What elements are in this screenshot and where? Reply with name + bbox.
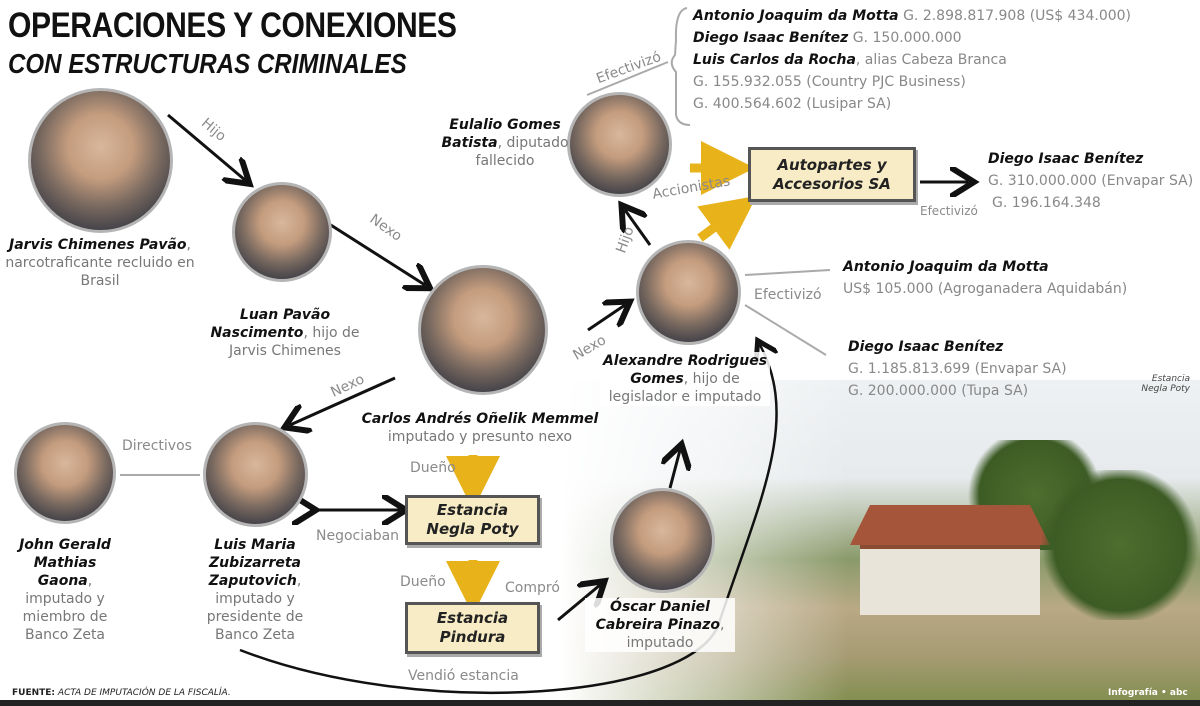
luis-photo [203, 422, 308, 527]
alexandre-caption: Alexandre Rodrigues Gomes, hijo de legis… [600, 352, 770, 406]
info-line: Diego Isaac Benítez G. 150.000.000 [693, 30, 962, 46]
photo-caption: Estancia Negla Poty [1141, 374, 1190, 394]
oscar-caption: Óscar Daniel Cabreira Pinazo, imputado [585, 598, 735, 652]
estancia-pindura-box: Estancia Pindura [405, 602, 540, 654]
autopartes-box: Autopartes y Accesorios SA [748, 147, 916, 202]
bottom-bar [0, 700, 1200, 706]
luis-caption: Luis Maria Zubizarreta Zaputovich, imput… [206, 537, 304, 643]
label-compro: Compró [505, 580, 560, 596]
estancia-house [850, 505, 1050, 615]
alexandre-info: Antonio Joaquim da Motta US$ 105.000 (Ag… [843, 259, 1128, 297]
john-photo [14, 422, 116, 524]
label-efectivizo: Efectivizó [754, 287, 822, 303]
label-vendio-estancia: Vendió estancia [408, 668, 519, 684]
info-line: Luis Carlos da Rocha, alias Cabeza Branc… [693, 52, 1007, 68]
alexandre-photo [636, 240, 741, 345]
label-directivos: Directivos [122, 438, 192, 454]
oscar-photo [610, 488, 715, 593]
luan-caption: Luan Pavão Nascimento, hijo de Jarvis Ch… [210, 307, 360, 359]
eulalio-caption: Eulalio Gomes Batista, diputado fallecid… [441, 117, 569, 169]
info-line: Antonio Joaquim da Motta G. 2.898.817.90… [693, 8, 1132, 24]
efectivizo-list: Antonio Joaquim da Motta G. 2.898.817.90… [693, 5, 1131, 115]
jarvis-caption: Jarvis Chimenes Pavão, narcotraficante r… [5, 237, 195, 289]
title-line1: OPERACIONES Y CONEXIONES [8, 6, 457, 45]
source-footer: FUENTE: ACTA DE IMPUTACIÓN DE LA FISCALÍ… [12, 688, 231, 698]
credit: Infografía • abc [1108, 688, 1188, 698]
label-negociaban: Negociaban [316, 528, 400, 544]
autopartes-info: Diego Isaac Benítez G. 310.000.000 (Enva… [988, 151, 1194, 211]
title-line2: CON ESTRUCTURAS CRIMINALES [8, 48, 407, 79]
carlos-photo [418, 265, 548, 395]
palm-tree [1040, 470, 1200, 620]
diego-info: Diego Isaac Benítez G. 1.185.813.699 (En… [848, 339, 1067, 399]
estancia-negla-poty-box: Estancia Negla Poty [405, 495, 540, 545]
jarvis-photo [28, 88, 173, 233]
eulalio-photo [567, 92, 672, 197]
john-caption: John Gerald Mathias Gaona, imputado y mi… [19, 537, 111, 643]
label-dueno: Dueño [400, 574, 446, 590]
label-dueno: Dueño [410, 460, 456, 476]
luan-photo [232, 182, 332, 282]
label-efectivizo: Efectivizó [920, 204, 978, 218]
info-line: G. 155.932.055 (Country PJC Business) [693, 74, 966, 90]
info-line: G. 400.564.602 (Lusipar SA) [693, 96, 892, 112]
arrow-hijo [167, 113, 245, 180]
